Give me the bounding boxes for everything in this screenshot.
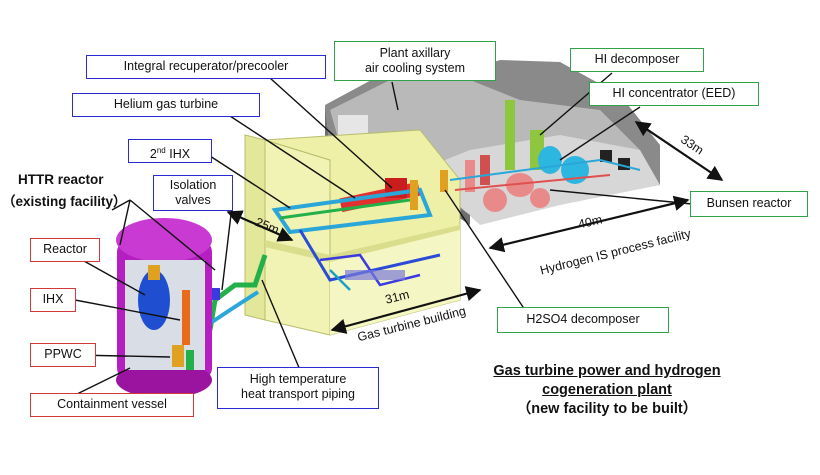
httr-existing-facility: （existing facility） (2, 194, 127, 209)
plant-title-line1: Gas turbine power and hydrogen (493, 363, 721, 379)
second-ihx-text: IHX (165, 147, 191, 162)
ppwc-label: PPWC (30, 343, 96, 367)
bunsen-reactor-label: Bunsen reactor (690, 191, 808, 217)
plant-title: Gas turbine power and hydrogen cogenerat… (462, 362, 752, 419)
hydrogen-equipment (440, 100, 641, 212)
leader-lines (74, 72, 693, 396)
httr-containment-vessel (116, 218, 212, 398)
plant-title-line2: cogeneration plant (542, 382, 672, 398)
httr-reactor-heading: HTTR reactor (18, 172, 104, 187)
containment-vessel-label: Containment vessel (30, 393, 194, 417)
gas-turbine-equipment (271, 178, 441, 291)
integral-recuperator-label: Integral recuperator/precooler (86, 55, 326, 79)
second-ihx-label: 2nd IHX (128, 139, 212, 163)
transport-piping (207, 254, 268, 331)
high-temp-piping-line1: High temperature (249, 372, 347, 386)
second-ihx-num: 2 (149, 147, 157, 162)
plant-cooling-line2: air cooling system (364, 61, 466, 75)
plant-cooling-line1: Plant axillary (379, 46, 451, 60)
dimension-arrows (226, 121, 724, 334)
hi-decomposer-label: HI decomposer (570, 48, 704, 72)
ihx-label: IHX (30, 288, 76, 312)
hi-concentrator-label: HI concentrator (EED) (589, 82, 759, 106)
isolation-valves-line1: Isolation (169, 178, 217, 192)
h2so4-decomposer-label: H2SO4 decomposer (497, 307, 669, 333)
isolation-valves-line2: valves (175, 193, 211, 207)
high-temp-piping-line2: heat transport piping (241, 387, 355, 401)
second-ihx-sup: nd (156, 146, 166, 155)
helium-gas-turbine-label: Helium gas turbine (72, 93, 260, 117)
reactor-label: Reactor (30, 238, 100, 262)
plant-title-line3: （new facility to be built） (516, 401, 698, 417)
